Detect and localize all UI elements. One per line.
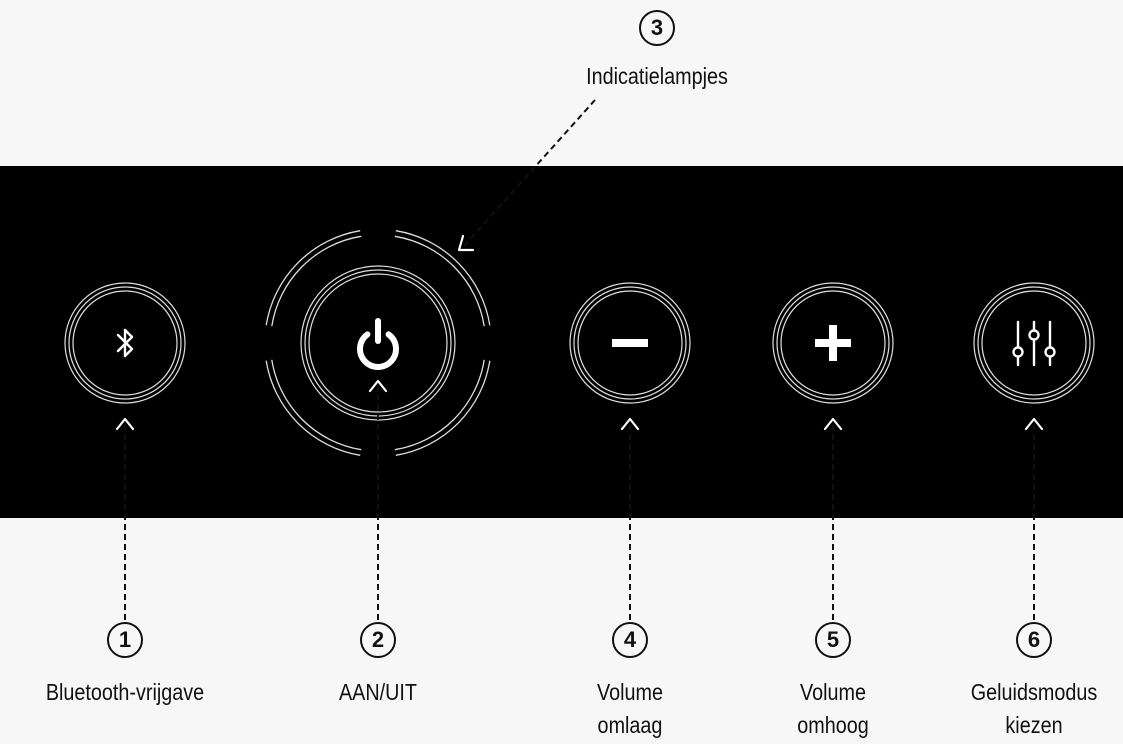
volume-down-button[interactable] <box>569 282 691 404</box>
callout-number-6: 6 <box>1016 622 1052 658</box>
label-line: omhoog <box>797 712 869 738</box>
minus-icon <box>612 339 648 347</box>
arrow-head-4 <box>620 417 640 431</box>
arrow-head-6 <box>1024 417 1044 431</box>
label-line: Indicatielampjes <box>586 63 728 89</box>
power-icon <box>357 318 399 370</box>
equalizer-sliders-icon <box>1012 320 1056 367</box>
callout-label-indicator-lights: Indicatielampjes <box>554 60 760 93</box>
arrow-head-3 <box>457 234 475 252</box>
indicator-lights <box>265 230 491 456</box>
callout-number-3: 3 <box>639 10 675 46</box>
volume-up-button[interactable] <box>772 282 894 404</box>
label-line: AAN/UIT <box>338 679 418 705</box>
callout-label-power: AAN/UIT <box>275 676 481 709</box>
leader-line-3 <box>463 99 596 247</box>
callout-label-volume-up: Volume omhoog <box>730 676 936 742</box>
callout-number-5: 5 <box>815 622 851 658</box>
label-line: kiezen <box>1005 712 1063 738</box>
label-line: omlaag <box>597 712 663 738</box>
bluetooth-icon <box>116 328 134 358</box>
label-line: Volume <box>800 679 866 705</box>
sound-mode-button[interactable] <box>973 282 1095 404</box>
label-line: Geluidsmodus <box>970 679 1098 705</box>
callout-label-sound-mode: Geluidsmodus kiezen <box>948 676 1120 742</box>
label-line: Bluetooth-vrijgave <box>45 679 205 705</box>
arrow-head-5 <box>823 417 843 431</box>
arrow-head-1 <box>115 417 135 431</box>
callout-label-volume-down: Volume omlaag <box>527 676 733 742</box>
callout-number-4: 4 <box>612 622 648 658</box>
callout-label-bluetooth: Bluetooth-vrijgave <box>22 676 228 709</box>
callout-number-2: 2 <box>360 622 396 658</box>
arrow-head-2 <box>368 379 388 393</box>
control-panel <box>0 166 1123 518</box>
label-line: Volume <box>597 679 663 705</box>
callout-number-1: 1 <box>107 622 143 658</box>
bluetooth-button[interactable] <box>64 282 186 404</box>
plus-icon <box>815 325 851 361</box>
